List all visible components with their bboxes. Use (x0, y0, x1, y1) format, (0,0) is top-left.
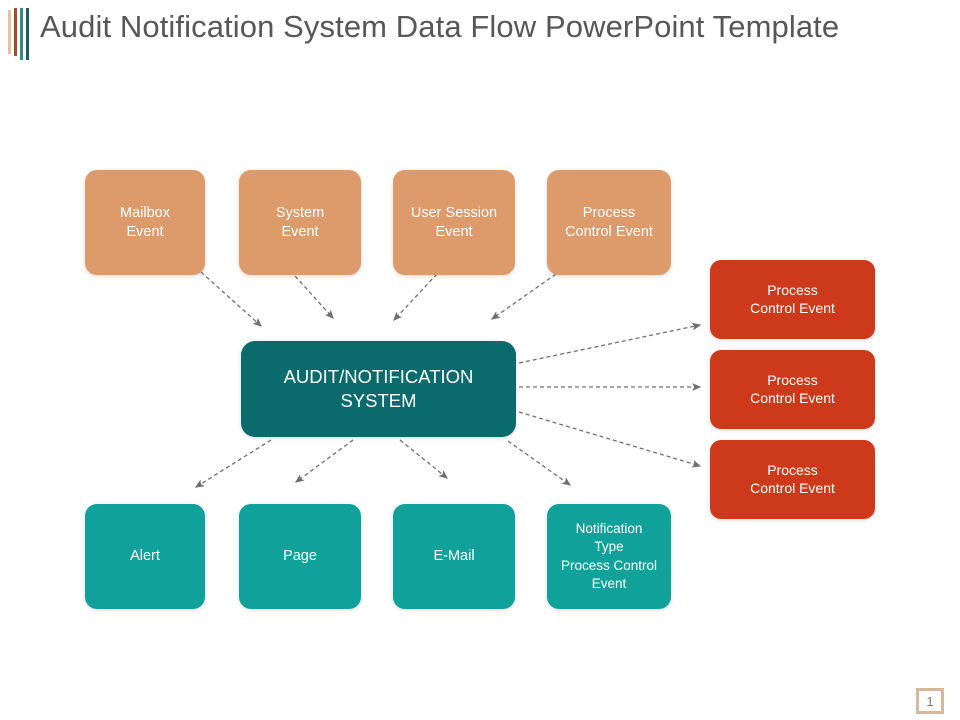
arrow-center-to-alert (194, 439, 272, 488)
accent-bars (8, 8, 29, 60)
arrow-center-to-email (399, 439, 449, 479)
arrow-system-to-center (294, 275, 334, 319)
node-label: Alert (130, 548, 160, 565)
arrow-center-to-notification (507, 440, 572, 486)
node-page[interactable]: Page (239, 504, 361, 609)
node-label: E-Mail (433, 548, 475, 565)
arrow-mailbox-to-center (200, 271, 262, 327)
accent-bar-tan (8, 10, 11, 54)
title-bar: Audit Notification System Data Flow Powe… (0, 0, 960, 72)
node-email[interactable]: E-Mail (393, 504, 515, 609)
arrow-process-control-to-center (490, 273, 557, 320)
node-label: Page (283, 548, 317, 565)
arrow-center-to-red-1 (518, 322, 702, 364)
accent-bar-dark-teal (26, 8, 29, 60)
arrow-center-to-red-3 (518, 411, 702, 468)
arrow-user-session-to-center (393, 273, 438, 321)
page-number-value: 1 (926, 693, 934, 709)
node-alert[interactable]: Alert (85, 504, 205, 609)
accent-bar-teal (20, 8, 23, 60)
arrow-center-to-page (294, 439, 354, 483)
page-title: Audit Notification System Data Flow Powe… (40, 9, 840, 44)
accent-bar-rust (14, 8, 17, 56)
page-number-badge: 1 (916, 688, 944, 714)
